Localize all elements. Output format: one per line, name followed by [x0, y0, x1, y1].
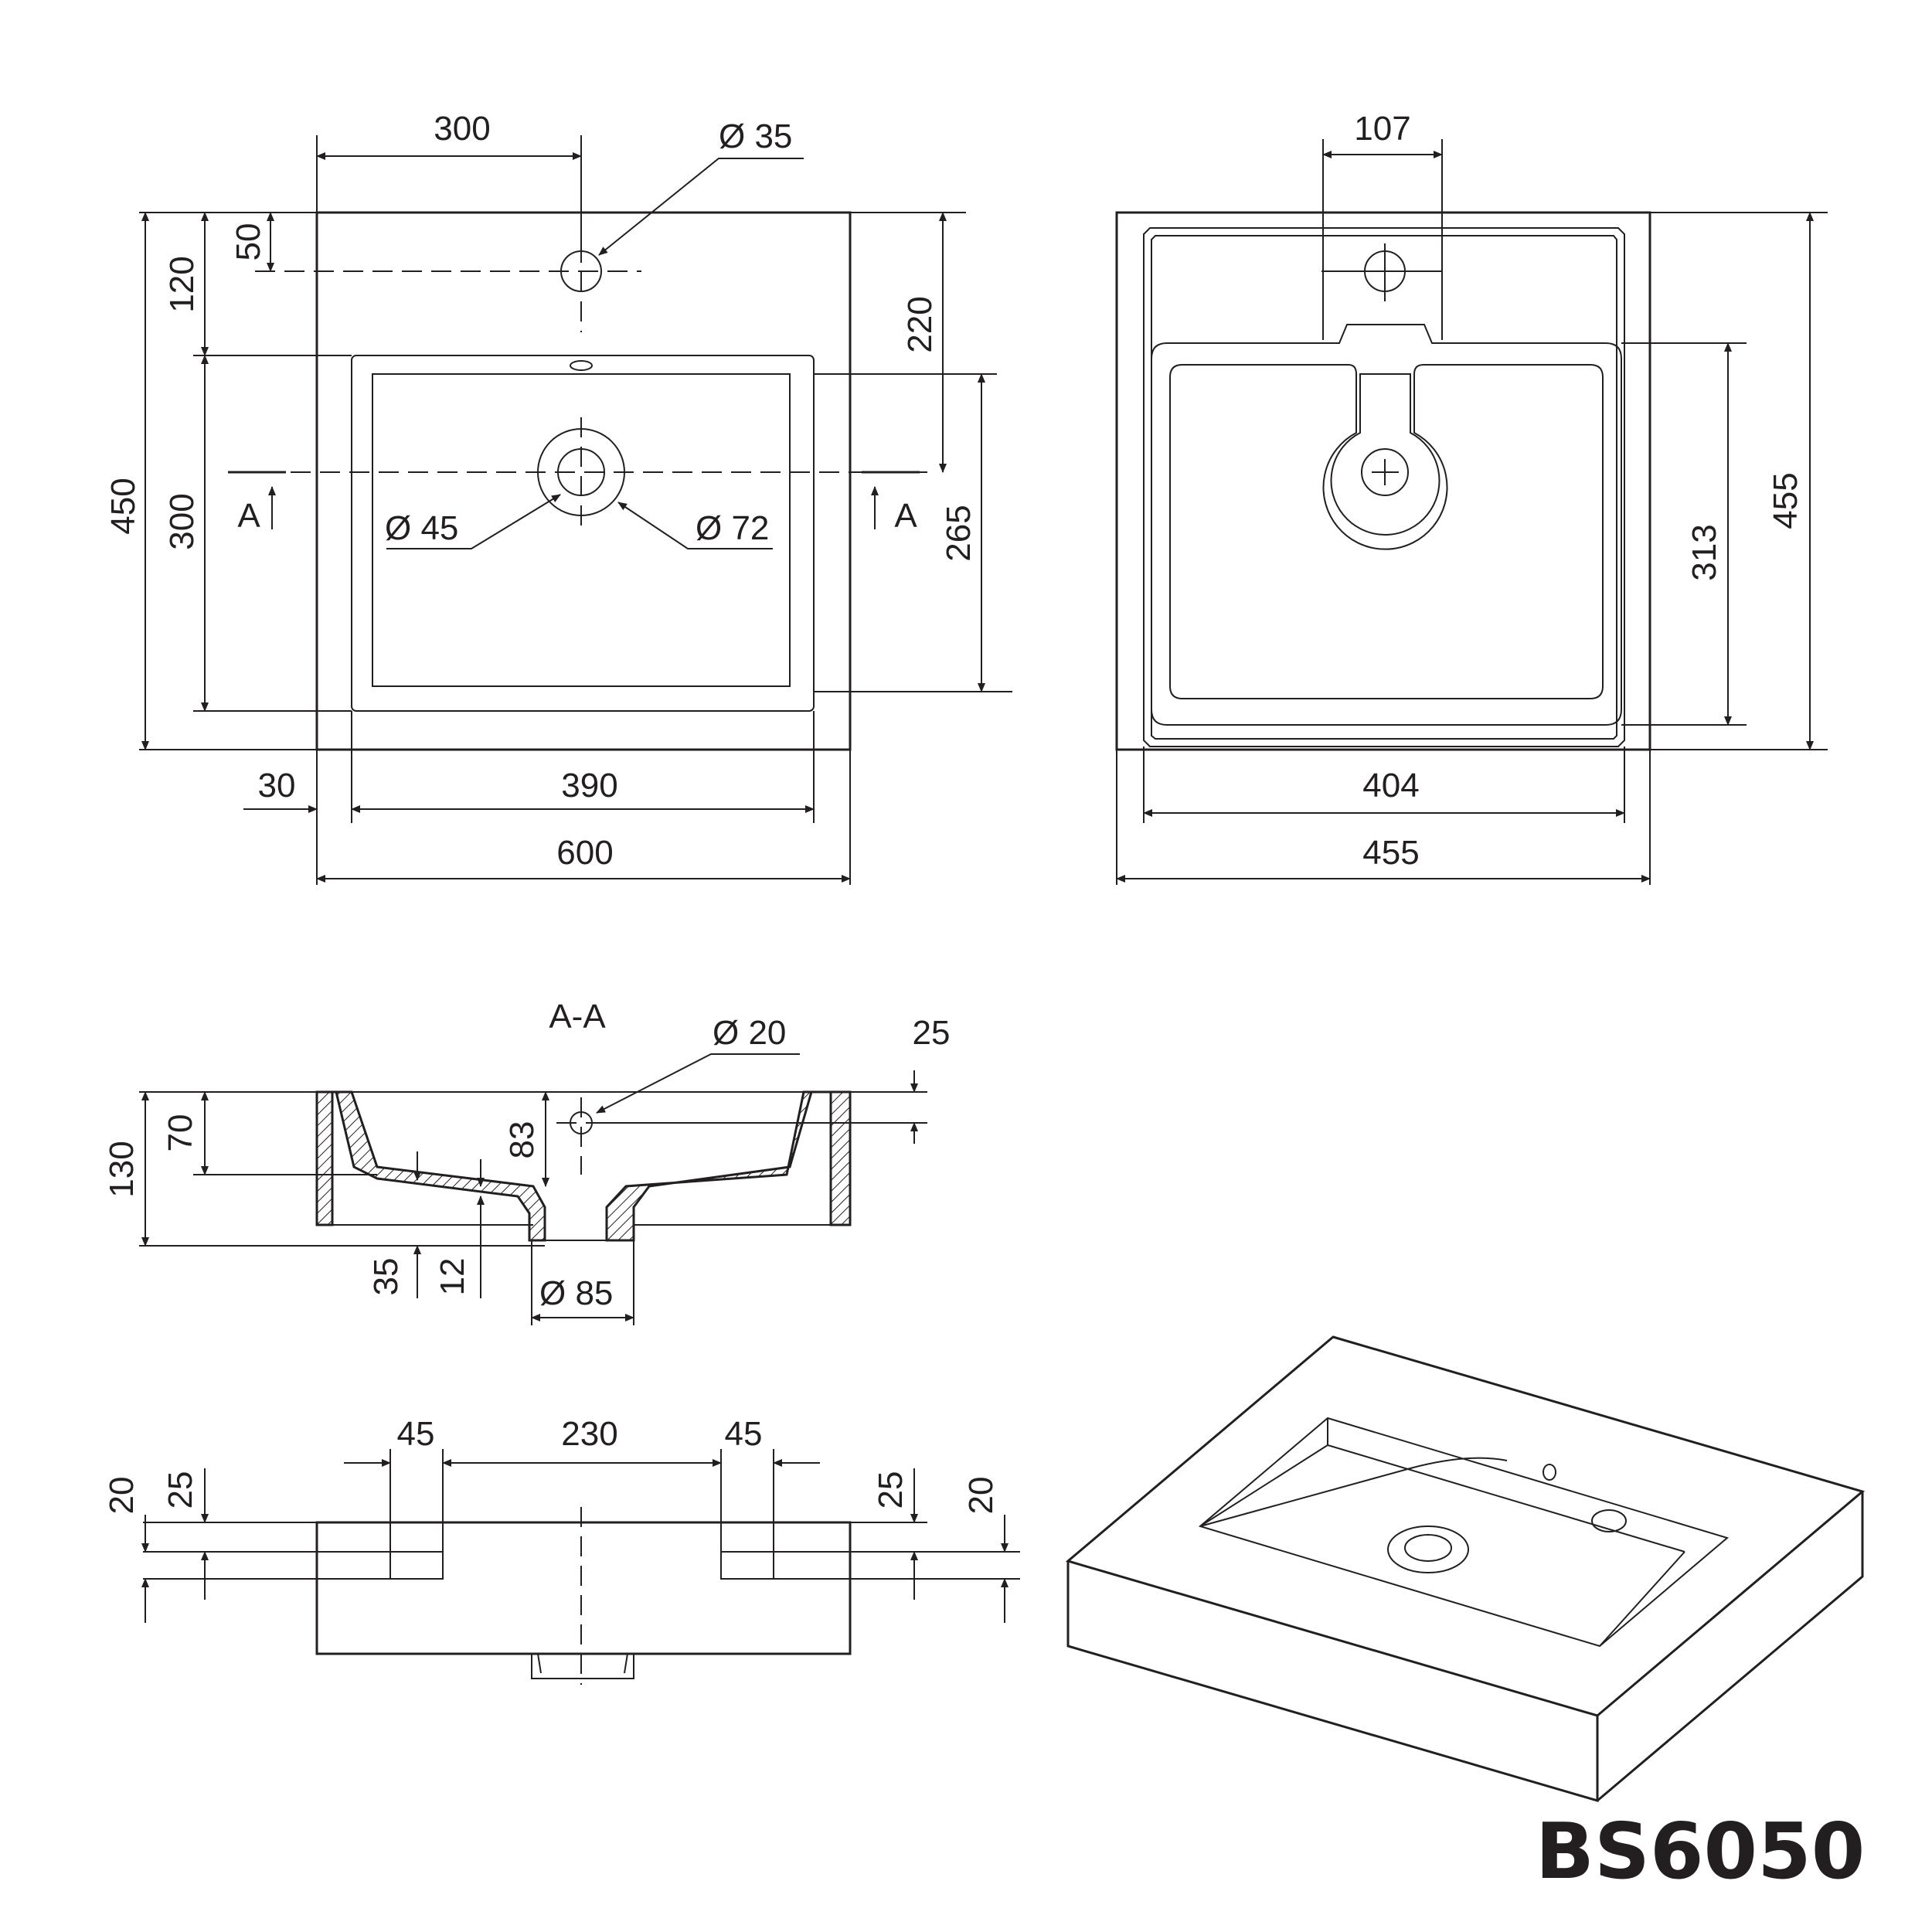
bottom-view: 107 455 313 404 455 — [1115, 110, 1828, 885]
bracket-slot-right — [720, 1551, 774, 1580]
iso-top-face — [1065, 1335, 1866, 1717]
bottom-view-outline — [1115, 211, 1651, 751]
iso-tap-hole — [1591, 1509, 1627, 1532]
bottom-rim-outer — [1143, 227, 1625, 747]
iso-basin-rim — [1198, 1417, 1730, 1648]
dim-overflow-height: 83 — [503, 1121, 541, 1159]
dim-bottom-overall-width: 455 — [1362, 834, 1419, 872]
overflow-slot — [570, 360, 593, 371]
section-right-wall — [605, 1090, 852, 1242]
dim-bracket-span: 230 — [561, 1415, 617, 1453]
back-view: 45 230 45 20 25 25 20 — [103, 1415, 1020, 1685]
dim-right-outer: 20 — [962, 1477, 1000, 1515]
dim-basin-width: 390 — [561, 767, 617, 804]
top-view-basin-outer — [351, 355, 815, 712]
iso-overflow — [1543, 1464, 1556, 1481]
dim-drain-outer-dia: Ø 72 — [696, 509, 769, 547]
section-marker-left: A — [237, 497, 260, 535]
top-view-outline — [315, 211, 852, 751]
dim-cutout-depth: 313 — [1685, 524, 1723, 580]
dim-bottom-overall-depth: 455 — [1767, 472, 1804, 529]
dim-waste-dia: Ø 85 — [539, 1274, 613, 1312]
back-waste-outlet — [531, 1654, 634, 1679]
drain-keyhole — [1330, 373, 1440, 536]
dim-inner-width: 404 — [1362, 767, 1419, 804]
dim-section-overall-height: 130 — [103, 1141, 141, 1197]
iso-front-face — [1066, 1561, 1599, 1803]
dim-hole-width: 107 — [1354, 110, 1410, 148]
dim-tap-hole-dia: Ø 35 — [719, 117, 792, 155]
dim-left-outer: 20 — [103, 1477, 141, 1515]
drain-outer — [537, 428, 625, 516]
back-view-outline — [315, 1521, 852, 1655]
bracket-slot-left — [389, 1551, 444, 1580]
dim-drain-to-edge: 265 — [940, 505, 978, 561]
dim-basin-depth: 300 — [163, 493, 201, 549]
dim-bracket-left: 45 — [397, 1415, 435, 1453]
section-marker-right: A — [894, 497, 917, 535]
bottom-cutout-inner — [1169, 364, 1604, 699]
dim-overflow-offset: 25 — [913, 1014, 951, 1052]
iso-drain-outer — [1387, 1526, 1469, 1573]
dim-side-offset: 30 — [258, 767, 296, 804]
bottom-drain-hole — [1361, 448, 1409, 496]
dim-slope-drop: 12 — [434, 1258, 471, 1296]
dim-overall-width: 600 — [556, 834, 613, 872]
dim-hole-offset: 50 — [230, 223, 267, 261]
dim-left-inner: 25 — [162, 1471, 199, 1509]
dim-bracket-right: 45 — [725, 1415, 763, 1453]
bottom-cutout-outer — [1151, 324, 1622, 726]
isometric-view — [1065, 1335, 1866, 1803]
dim-section-basin-height: 70 — [162, 1114, 199, 1152]
top-view: 300 Ø 35 50 120 450 300 220 265 Ø 45 Ø 7… — [104, 110, 1012, 885]
dim-hole-spacing: 300 — [434, 110, 490, 148]
dim-overflow-dia: Ø 20 — [713, 1014, 786, 1052]
section-title: A-A — [549, 998, 606, 1036]
model-title: BS6050 — [1536, 1806, 1866, 1896]
section-view: A-A 130 70 83 Ø 20 25 — [103, 998, 950, 1325]
iso-drain-inner — [1404, 1534, 1452, 1562]
dim-right-inner: 25 — [872, 1471, 910, 1509]
dim-tap-to-drain: 220 — [901, 296, 939, 352]
iso-basin-back-wall — [1327, 1418, 1685, 1553]
bottom-rim-inner — [1151, 235, 1617, 740]
iso-basin-slope — [1199, 1457, 1508, 1527]
dim-rim-depth: 120 — [163, 256, 201, 312]
dim-overall-depth: 450 — [104, 478, 142, 534]
top-view-basin-inner — [372, 373, 791, 687]
iso-right-face — [1597, 1492, 1864, 1802]
dim-base-thickness: 35 — [367, 1258, 405, 1296]
dim-drain-dia: Ø 45 — [385, 509, 458, 547]
section-left-wall — [315, 1090, 546, 1242]
